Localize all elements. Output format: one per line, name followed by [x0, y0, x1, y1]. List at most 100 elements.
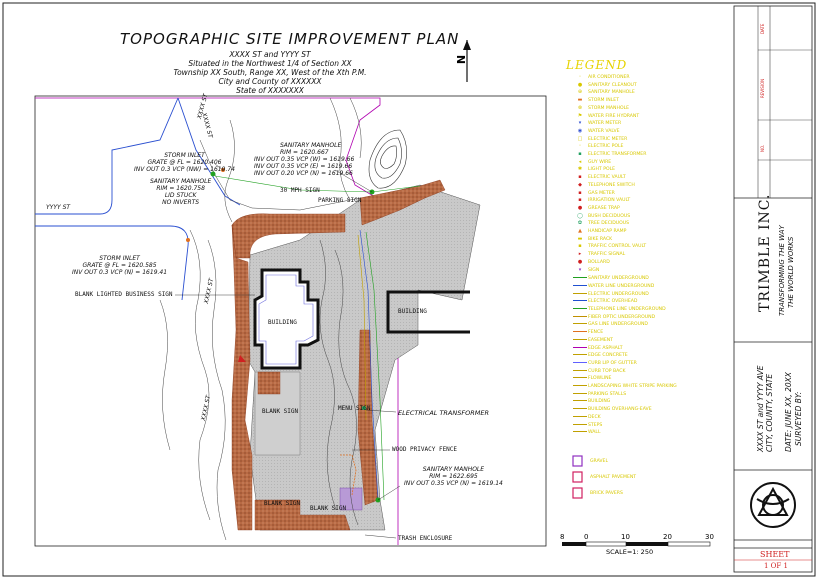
legend-line-item: SANITARY UNDERGROUND — [572, 275, 649, 283]
company-tagline-1: TRANSFORMING THE WAY — [778, 225, 786, 316]
legend-item: ◉WATER VALVE — [572, 128, 620, 136]
title-line-4: City and County of XXXXXX — [218, 77, 322, 86]
legend-title: LEGEND — [566, 58, 628, 72]
legend-line-item: GAS LINE UNDERGROUND — [572, 321, 648, 329]
legend-line-item: BUILDING — [572, 398, 610, 406]
legend-line-item: FIBER OPTIC UNDERGROUND — [572, 314, 655, 322]
legend-line-label: WALL — [588, 430, 601, 436]
sheet-label: SHEET — [760, 550, 790, 559]
legend-symbol-icon: ⚑ — [577, 112, 583, 119]
legend-symbol-icon: ● — [577, 81, 583, 88]
legend-brick-swatch — [572, 487, 583, 499]
legend-line-swatch — [572, 352, 588, 360]
scale-label: SCALE=1: 250 — [606, 548, 654, 556]
mph-sign-label: 30 MPH SIGN — [280, 187, 320, 194]
contour-3 — [319, 239, 337, 511]
legend-line-swatch — [572, 314, 588, 322]
legend-symbol-icon: ▲ — [578, 228, 582, 234]
legend-item-label: LIGHT POLE — [588, 167, 616, 173]
legend-item-label: BOLLARD — [588, 259, 610, 265]
legend-line-swatch — [572, 360, 588, 368]
legend-item: ◦ELECTRIC POLE — [572, 143, 624, 151]
legend-item: □ELECTRIC METER — [572, 136, 628, 144]
legend-line-label: ELECTRIC OVERHEAD — [588, 299, 638, 305]
legend-line-item: EASEMENT — [572, 337, 613, 345]
legend-item-label: TELEPHONE SWITCH — [588, 182, 635, 188]
title-line-1: XXXX ST and YYYY ST — [229, 50, 311, 59]
legend-item: ✿ TREE DECIDUOUS — [572, 220, 629, 228]
legend-symbol-icon: ▪ — [578, 174, 582, 181]
legend-item-label: BIKE RACK — [588, 236, 613, 242]
legend-line-label: FENCE — [588, 330, 604, 336]
blank-sign-1-label: BLANK SIGN — [262, 408, 299, 415]
legend-item-label: GREASE TRAP — [588, 205, 620, 211]
legend-item: ●GREASE TRAP — [572, 205, 620, 213]
legend-item-label: WATER FIRE HYDRANT — [588, 113, 640, 119]
legend-area-label: ASPHALT PAVEMENT — [590, 475, 637, 480]
building-main-label: BUILDING — [268, 319, 297, 326]
sanitary-manhole-2-label: SANITARY MANHOLE RIM = 1620.667 INV OUT … — [254, 142, 355, 177]
legend-item-label: SANITARY MANHOLE — [588, 90, 635, 96]
legend-line-label: WATER LINE UNDERGROUND — [588, 283, 655, 289]
leader-storm-inlet-1 — [214, 163, 224, 171]
legend-line-item: EDGE CONCRETE — [572, 352, 628, 360]
street-label-yyyy: YYYY ST — [46, 204, 71, 211]
legend-item-label: TREE DECIDUOUS — [588, 221, 630, 227]
legend-line-item: LANDSCAPING WHITE STRIPE PARKING — [572, 383, 677, 391]
legend-line-swatch — [572, 345, 588, 353]
legend-symbol-icon: ◦ — [578, 74, 582, 80]
legend-line-item: DECK — [572, 414, 601, 422]
legend-line-item: FLOWLINE — [572, 375, 611, 383]
legend-line-swatch — [572, 368, 588, 376]
legend-line-swatch — [572, 275, 588, 283]
legend-item-label: ELECTRIC METER — [588, 136, 628, 142]
leader-transformer — [365, 409, 397, 413]
wood-privacy-fence-label: WOOD PRIVACY FENCE — [392, 446, 458, 453]
legend-item-label: TRAFFIC CONTROL VAULT — [588, 244, 647, 250]
legend-symbol-icon: ◆ — [578, 181, 582, 188]
contour-2 — [207, 239, 227, 541]
blank-sign-2-label: BLANK SIGN — [264, 500, 301, 507]
legend-item: ◦AIR CONDITIONER — [572, 74, 630, 82]
legend-area-label: BRICK PAVERS — [590, 491, 623, 496]
legend-line-item: ELECTRIC UNDERGROUND — [572, 291, 649, 299]
legend-symbol-icon: ⊗ — [577, 104, 583, 111]
legend-item-label: STORM MANHOLE — [588, 105, 630, 111]
legend-line-label: TELEPHONE LINE UNDERGROUND — [588, 307, 666, 312]
legend-line-label: EDGE ASPHALT — [588, 345, 623, 351]
scale-tick-4: 30 — [705, 533, 714, 541]
legend-area-label: GRAVEL — [590, 459, 609, 464]
legend-line-label: CURB LIP OF GUTTER — [588, 360, 637, 366]
legend-item: ▪GAS METER — [572, 190, 615, 198]
legend-item: ◯BUSH DECIDUOUS — [572, 213, 630, 221]
legend-line-swatch — [572, 291, 588, 299]
title-line-2: Situated in the Northwest 1/4 of Section… — [188, 59, 352, 68]
legend-item: ⊗ STORM MANHOLE — [572, 105, 629, 113]
legend-line-item: WATER LINE UNDERGROUND — [572, 283, 654, 291]
address-line-2: CITY, COUNTY, STATE — [765, 373, 774, 452]
brick-island-1 — [257, 371, 281, 395]
legend-symbol-icon: ▾ — [578, 120, 582, 127]
legend-asphalt-swatch — [572, 471, 583, 483]
legend-line-swatch — [572, 329, 588, 337]
date-line: DATE: JUNE XX, 20XX — [784, 372, 793, 452]
legend-symbol-icon: ● — [577, 258, 583, 265]
storm-inlet-2-symbol — [186, 238, 190, 242]
electric-line — [357, 234, 367, 421]
legend-symbol-icon: ▪ — [578, 197, 582, 204]
legend-symbol-icon: ✿ — [577, 220, 583, 227]
legend-line-swatch — [572, 375, 588, 383]
legend-line-label: STEPS — [588, 422, 603, 428]
blank-lighted-sign-label: BLANK LIGHTED BUSINESS SIGN — [75, 291, 173, 298]
legend-item-label: ELECTRIC VAULT — [588, 175, 626, 181]
legend-symbol-icon: ▾ — [578, 266, 582, 273]
legend-line-item: FENCE — [572, 329, 603, 337]
legend-line-item: ELECTRIC OVERHEAD — [572, 298, 637, 306]
legend-line-swatch — [572, 298, 588, 306]
legend-symbol-icon: ✱ — [577, 166, 583, 173]
legend-gravel-swatch — [572, 455, 583, 467]
legend-area-item: GRAVEL — [590, 458, 608, 466]
legend-area-item: ASPHALT PAVEMENT — [590, 474, 636, 482]
legend-line-label: EASEMENT — [588, 337, 613, 343]
